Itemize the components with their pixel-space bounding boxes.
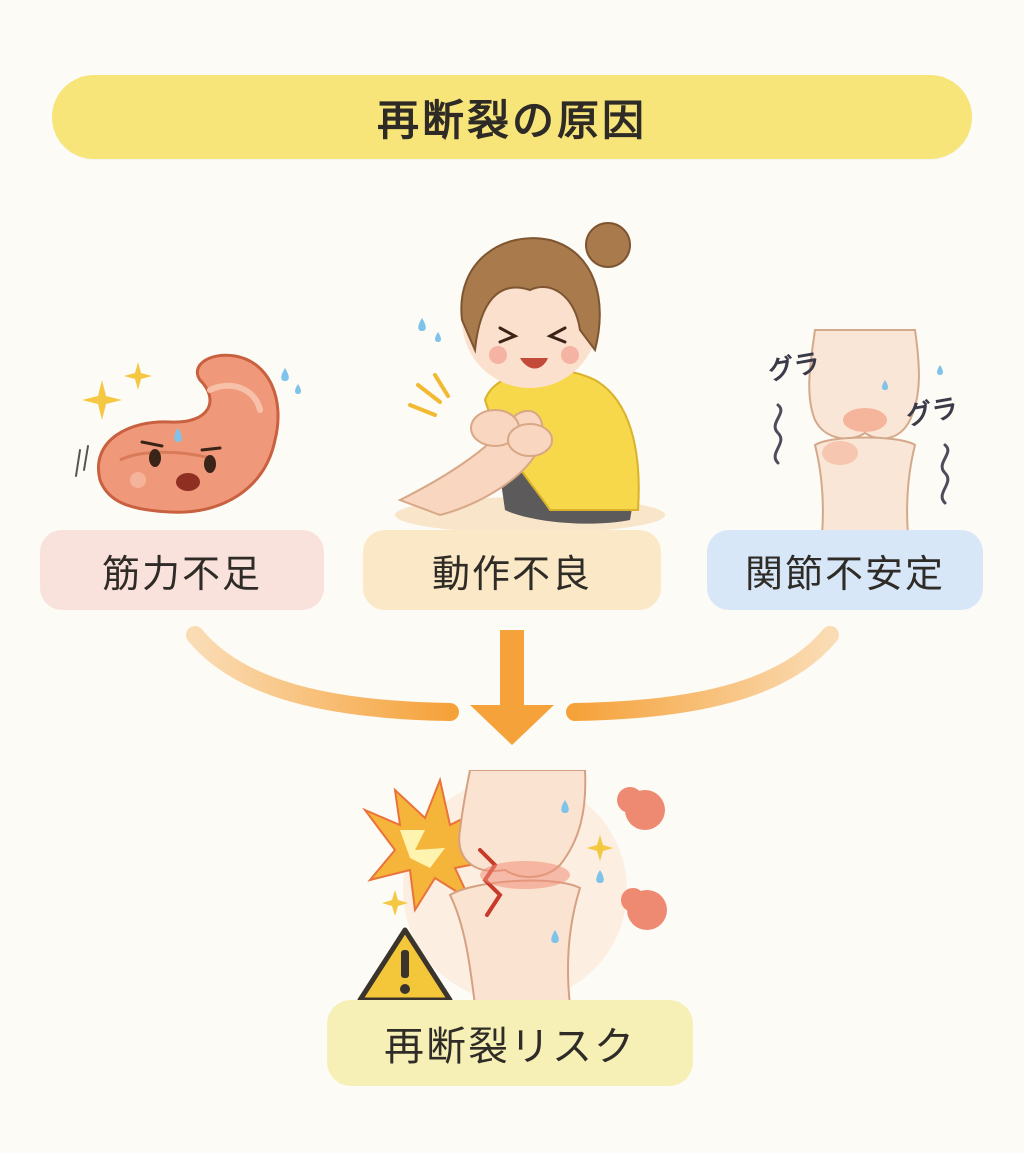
sweat-drop-icon <box>295 384 301 394</box>
sweat-drop-icon <box>596 870 604 883</box>
hair <box>460 237 601 354</box>
sweat-drop-icon <box>551 930 559 943</box>
girl-knee-pain-illustration <box>395 222 665 533</box>
sweat-drop-icon <box>281 368 289 381</box>
arrow-center-shaft <box>500 630 524 708</box>
page-title: 再断裂の原因 <box>376 95 647 145</box>
sparkle-icon <box>82 380 122 420</box>
sweat-drop-icon <box>174 428 182 442</box>
cause-label-joint-instability: 関節不安定 <box>707 530 983 610</box>
sweat-drop-icon <box>435 332 441 342</box>
muscle-character-illustration <box>75 353 301 514</box>
damaged-knee-illustration <box>357 770 667 1005</box>
sweat-drop-icon <box>418 318 426 331</box>
arrow-left-curve <box>186 626 459 721</box>
unstable-knee-illustration: グラ グラ <box>766 329 960 535</box>
sweat-drop-icon <box>937 365 943 375</box>
sweat-drop-icon <box>561 800 569 813</box>
title-banner: 再断裂の原因 <box>52 75 972 159</box>
sparkle-icon <box>587 835 613 861</box>
cause-label-muscle-weakness: 筋力不足 <box>40 530 324 610</box>
muscle-body <box>97 353 280 514</box>
converging-arrows <box>186 626 839 745</box>
arrow-down-head <box>470 705 554 745</box>
result-label-rerupture-risk: 再断裂リスク <box>327 1000 693 1086</box>
arrow-right-curve <box>566 626 839 721</box>
sparkle-icon <box>124 362 152 390</box>
sweat-drop-icon <box>882 380 888 390</box>
sparkle-icon <box>382 890 408 916</box>
cause-label-poor-movement: 動作不良 <box>363 530 661 610</box>
